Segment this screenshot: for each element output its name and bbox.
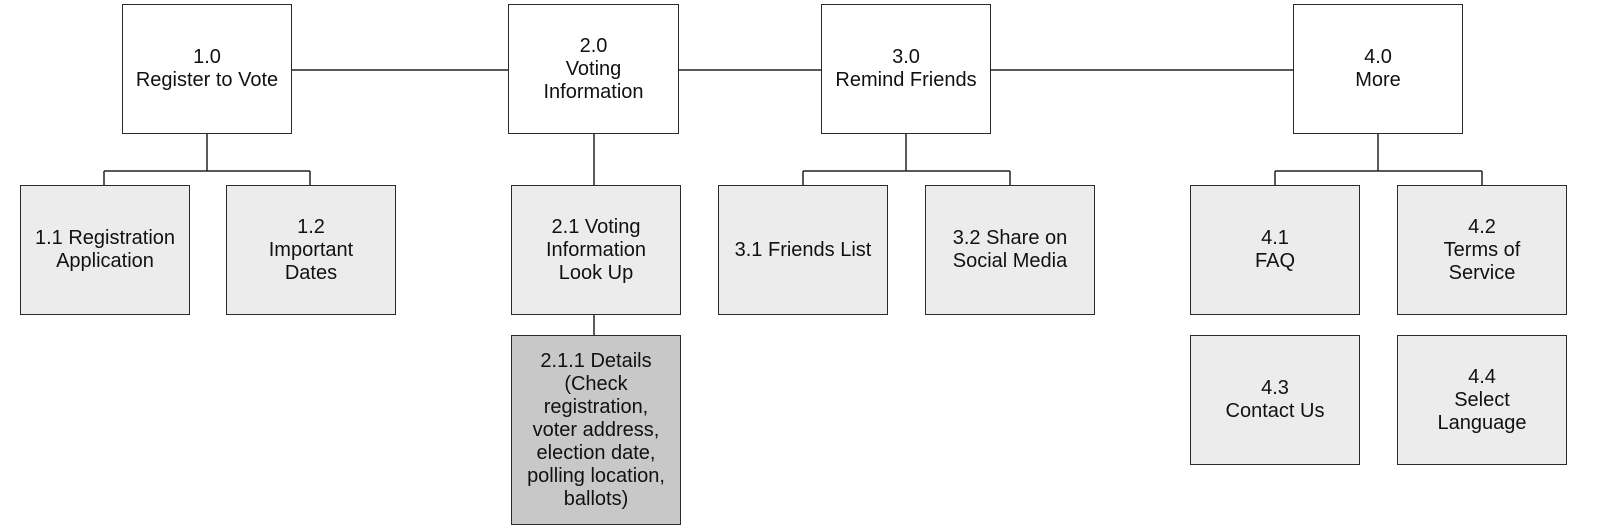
node-4-more: 4.0 More xyxy=(1293,4,1463,134)
node-label: 3.2 Share on Social Media xyxy=(952,227,1068,272)
node-label: 2.1.1 Details (Check registration, voter… xyxy=(527,349,665,510)
node-label: 1.2 Important Dates xyxy=(268,215,354,284)
node-label: 2.0 Voting Information xyxy=(543,34,644,103)
node-2-voting-information: 2.0 Voting Information xyxy=(508,4,679,134)
node-label: 1.1 Registration Application xyxy=(34,227,176,272)
node-label: 4.1 FAQ xyxy=(1254,227,1295,272)
node-label: 1.0 Register to Vote xyxy=(135,46,279,91)
node-4-4-select-language: 4.4 Select Language xyxy=(1397,335,1567,465)
node-3-remind-friends: 3.0 Remind Friends xyxy=(821,4,991,134)
node-label: 4.4 Select Language xyxy=(1437,365,1527,434)
node-4-1-faq: 4.1 FAQ xyxy=(1190,185,1360,315)
node-label: 4.2 Terms of Service xyxy=(1443,215,1521,284)
node-label: 3.1 Friends List xyxy=(734,238,872,261)
node-1-1-registration-application: 1.1 Registration Application xyxy=(20,185,190,315)
node-1-2-important-dates: 1.2 Important Dates xyxy=(226,185,396,315)
node-2-1-1-details: 2.1.1 Details (Check registration, voter… xyxy=(511,335,681,525)
node-3-2-share-on-social-media: 3.2 Share on Social Media xyxy=(925,185,1095,315)
node-4-3-contact-us: 4.3 Contact Us xyxy=(1190,335,1360,465)
node-1-register-to-vote: 1.0 Register to Vote xyxy=(122,4,292,134)
node-2-1-voting-information-look-up: 2.1 Voting Information Look Up xyxy=(511,185,681,315)
node-label: 3.0 Remind Friends xyxy=(835,46,977,91)
node-4-2-terms-of-service: 4.2 Terms of Service xyxy=(1397,185,1567,315)
node-3-1-friends-list: 3.1 Friends List xyxy=(718,185,888,315)
node-label: 4.0 More xyxy=(1355,46,1401,91)
node-label: 4.3 Contact Us xyxy=(1225,377,1325,422)
node-label: 2.1 Voting Information Look Up xyxy=(545,215,647,284)
